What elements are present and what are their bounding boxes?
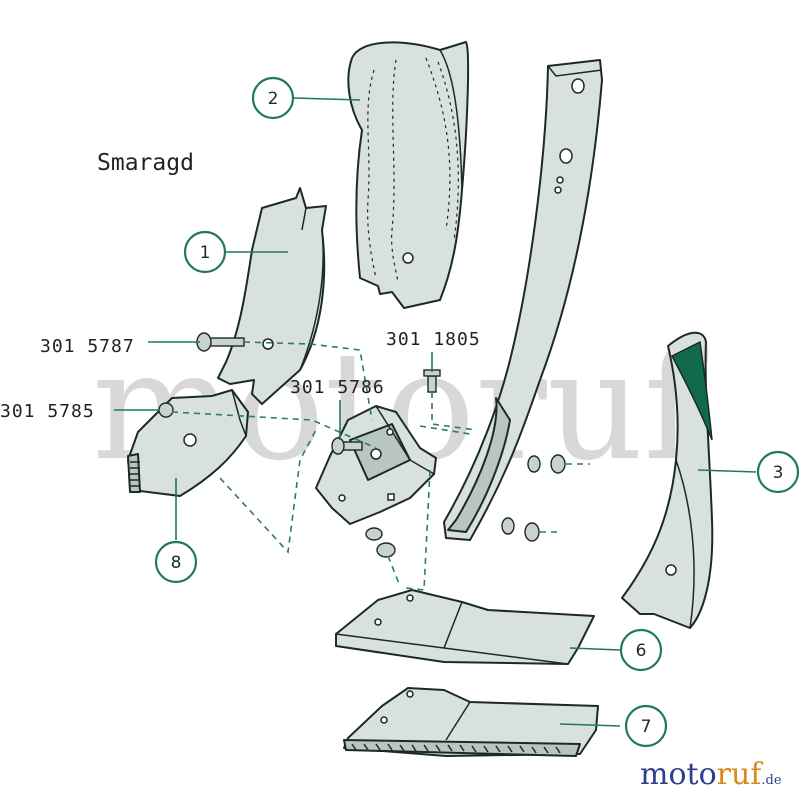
callout-6: 6: [619, 628, 663, 672]
svg-text:2: 2: [268, 89, 279, 109]
svg-text:1: 1: [200, 243, 211, 263]
model-label: Smaragd: [97, 150, 194, 176]
callout-7: 7: [624, 704, 668, 748]
part-number-bolt-c: 301 5786: [290, 377, 385, 398]
hardware-nuts-right[interactable]: [501, 454, 566, 542]
svg-text:3: 3: [773, 463, 784, 483]
hardware-nuts-bottom[interactable]: [365, 527, 396, 558]
part-2-mouldboard[interactable]: [347, 41, 470, 309]
part-1-plate[interactable]: [217, 187, 327, 405]
part-3-shin[interactable]: [621, 331, 714, 629]
svg-text:7: 7: [641, 717, 652, 737]
callout-3: 3: [756, 450, 800, 494]
hardware-bolt-b[interactable]: [158, 402, 174, 418]
svg-text:6: 6: [636, 641, 647, 661]
brand-logo: motoruf.de: [640, 757, 782, 792]
callout-2: 2: [251, 76, 295, 120]
callout-leaders: [114, 97, 757, 727]
part-number-bolt-a: 301 5787: [40, 336, 135, 357]
part-8-share[interactable]: [127, 389, 249, 497]
assembly-lines: [171, 341, 590, 591]
part-number-bolt-b: 301 5785: [0, 401, 95, 422]
callout-1: 1: [183, 230, 227, 274]
part-6-share[interactable]: [335, 589, 595, 665]
hardware-bolt-c[interactable]: [331, 437, 363, 455]
plough-leg[interactable]: [443, 59, 603, 541]
part-number-bolt-d: 301 1805: [386, 329, 481, 350]
svg-text:motoruf.de: motoruf.de: [640, 757, 782, 792]
callout-8: 8: [154, 540, 198, 584]
svg-text:8: 8: [171, 553, 182, 573]
part-7-share[interactable]: [343, 687, 599, 757]
